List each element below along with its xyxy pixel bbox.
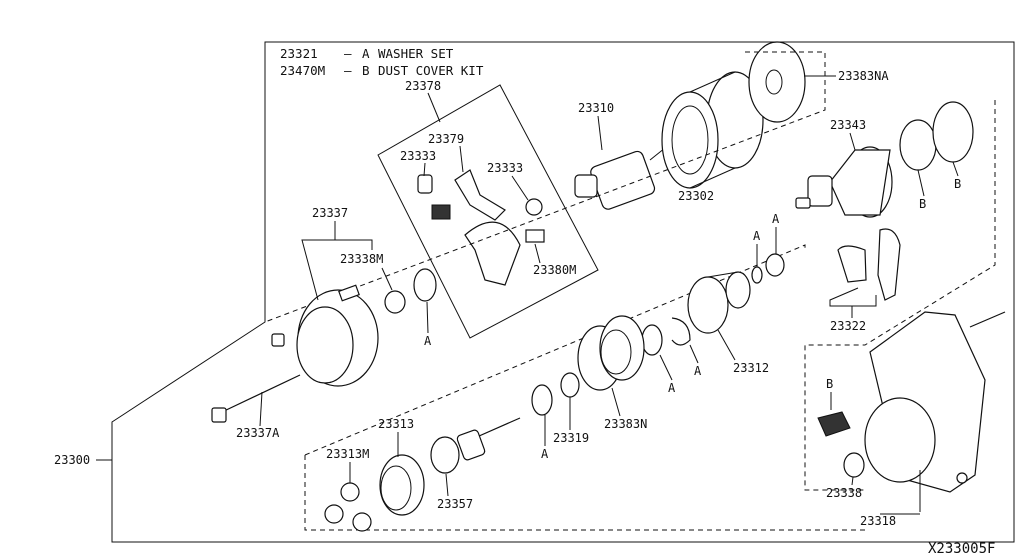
- callout-23338: 23338: [826, 486, 862, 500]
- washer-icon-rear: [413, 268, 437, 302]
- lever-bracket-parts: [837, 228, 901, 301]
- lower-right-group-boundary: [804, 100, 996, 491]
- brush-spring-icon-right: [525, 198, 543, 216]
- marker-a-washer-rear: A: [424, 334, 432, 348]
- callout-23300: 23300: [54, 453, 90, 467]
- marker-b-dust-cover: B: [826, 377, 833, 391]
- bolt-icon-top-right: [969, 311, 1006, 328]
- washer-icon-3: [641, 324, 663, 356]
- legend-dash-b: —: [344, 63, 352, 78]
- diagram-code: X233005F: [928, 541, 995, 557]
- brush-icon-left: [431, 204, 451, 220]
- callout-23319: 23319: [553, 431, 589, 445]
- marker-a-snap-ring: A: [694, 364, 702, 378]
- o-ring-small: [899, 119, 937, 171]
- washer-icon-1: [765, 253, 785, 277]
- gear-housing-part: [864, 311, 986, 493]
- callout-23322: 23322: [830, 319, 866, 333]
- marker-b-ring-large: B: [954, 177, 961, 191]
- bushing-icon: [843, 452, 865, 478]
- legend-name-a: WASHER SET: [378, 46, 454, 61]
- legend-part-b: 23470M: [280, 63, 325, 78]
- through-bolt-icon: [221, 374, 301, 413]
- bearing-icon: [560, 372, 580, 398]
- screw-icon: [271, 333, 285, 347]
- yoke-part: [661, 71, 764, 189]
- callout-23337A: 23337A: [236, 426, 280, 440]
- callout-23313M: 23313M: [326, 447, 369, 461]
- brush-holder-icon: [464, 221, 521, 286]
- callout-23357: 23357: [437, 497, 473, 511]
- callout-23383NA: 23383NA: [838, 69, 889, 83]
- legend-letter-a: A: [362, 46, 370, 61]
- callout-23310: 23310: [578, 101, 614, 115]
- brush-holder-parts: [417, 169, 545, 286]
- legend: 23321 — A WASHER SET 23470M — B DUST COV…: [280, 46, 484, 78]
- solenoid-part: [795, 146, 893, 218]
- assembly-frame: [111, 41, 1015, 543]
- bushing-icon-rear: [384, 290, 406, 314]
- pinion-shaft-part: [430, 417, 521, 474]
- legend-name-b: DUST COVER KIT: [378, 63, 484, 78]
- lower-group-boundary: [304, 244, 806, 456]
- callout-23338M: 23338M: [340, 252, 383, 266]
- legend-part-a: 23321: [280, 46, 318, 61]
- washer-icon-2: [751, 266, 763, 284]
- callout-23380M: 23380M: [533, 263, 576, 277]
- gasket-plate-part: [748, 41, 806, 123]
- rear-cover-part: [296, 284, 379, 387]
- marker-a-washer-4: A: [541, 447, 549, 461]
- marker-a-washer-3: A: [668, 381, 676, 395]
- marker-b-ring-small: B: [919, 197, 926, 211]
- brush-spring-icon-left: [417, 174, 433, 194]
- callout-23318: 23318: [860, 514, 896, 528]
- callout-23333-left: 23333: [400, 149, 436, 163]
- brush-icon-right: [525, 229, 545, 243]
- callout-23333-right: 23333: [487, 161, 523, 175]
- legend-letter-b: B: [362, 63, 370, 78]
- internal-gear-part: [577, 315, 645, 391]
- ring-gear-part: [379, 454, 425, 516]
- washer-icon-4: [531, 384, 553, 416]
- callout-23378: 23378: [405, 79, 441, 93]
- marker-a-washer-1: A: [772, 212, 780, 226]
- o-ring-large: [932, 101, 974, 163]
- callout-23313: 23313: [378, 417, 414, 431]
- callout-23343: 23343: [830, 118, 866, 132]
- callout-23312: 23312: [733, 361, 769, 375]
- armature-part: [574, 147, 666, 210]
- callout-23337: 23337: [312, 206, 348, 220]
- upper-group-boundary: [264, 51, 826, 323]
- callout-23379: 23379: [428, 132, 464, 146]
- lower-group-base: [304, 455, 865, 531]
- callout-23302: 23302: [678, 189, 714, 203]
- snap-ring-icon: [671, 317, 691, 346]
- clutch-assembly-part: [687, 271, 751, 334]
- dust-cover-icon: [817, 411, 851, 437]
- brush-lead-plate-icon: [454, 169, 506, 221]
- brush-holder-kit-frame: [377, 84, 599, 339]
- legend-dash-a: —: [344, 46, 352, 61]
- marker-a-washer-2: A: [753, 229, 761, 243]
- callout-23383N: 23383N: [604, 417, 647, 431]
- planet-gears-part: [324, 482, 372, 532]
